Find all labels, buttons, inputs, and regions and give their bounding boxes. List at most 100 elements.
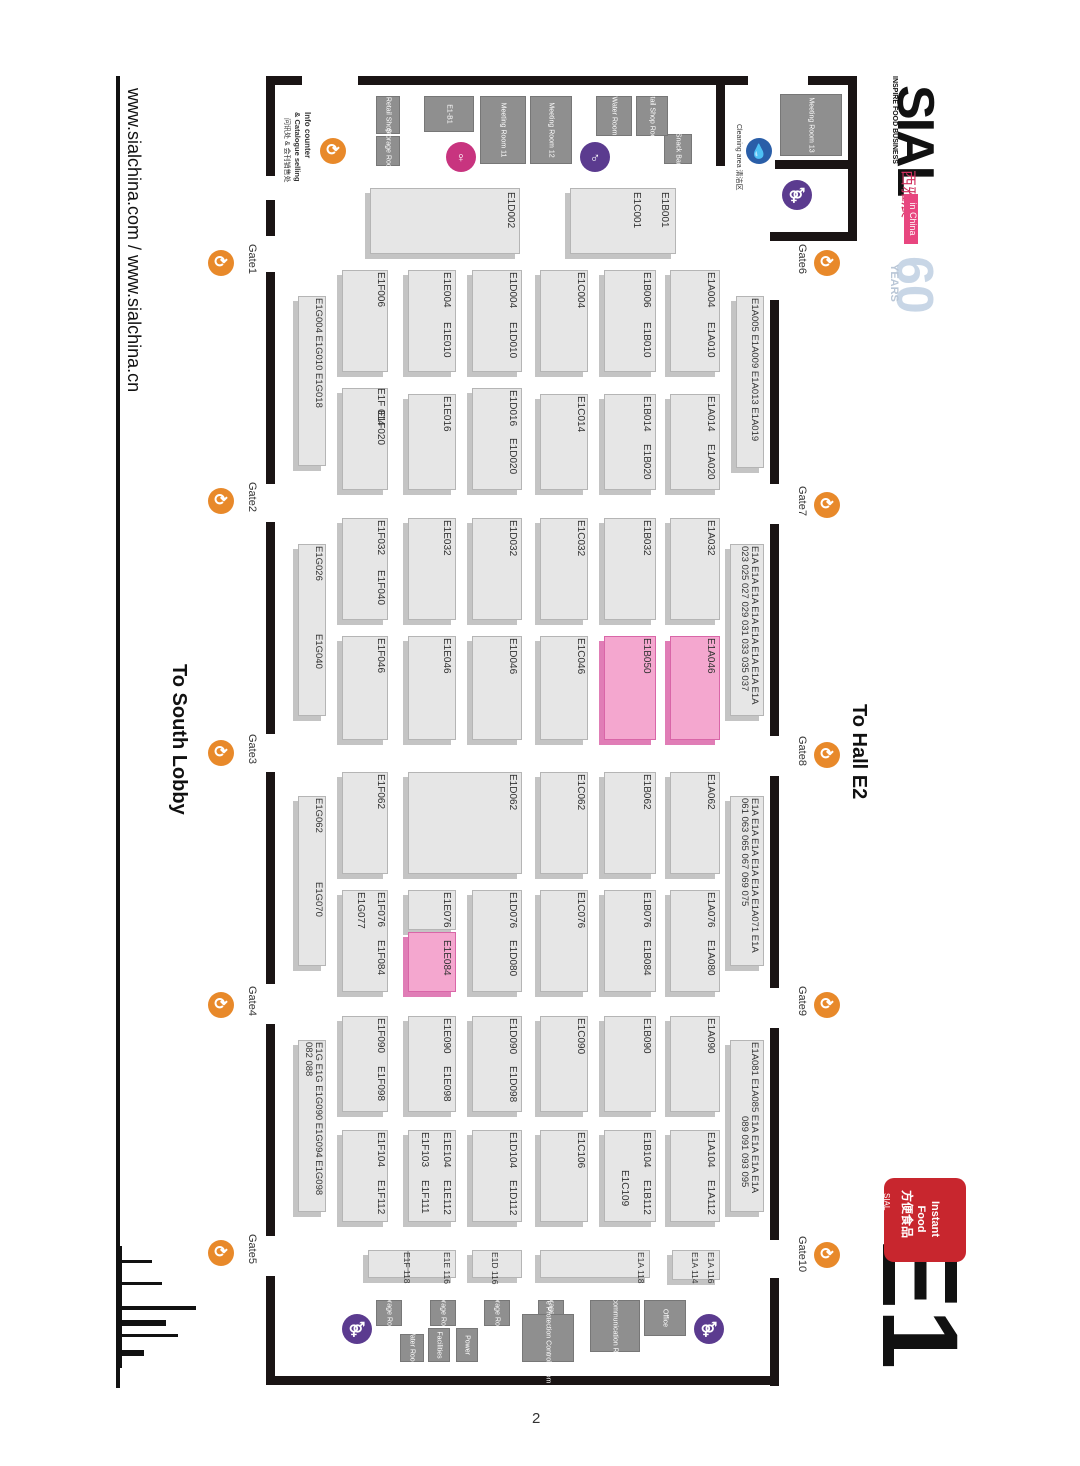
booth-E1D016[interactable] (472, 388, 522, 490)
booth-E1B014[interactable] (604, 394, 656, 490)
booth-E1B090[interactable] (604, 1016, 656, 1112)
booth-label-E1B001: E1B001 (659, 192, 670, 228)
room-retail-shop[interactable]: Retail Shop (376, 96, 400, 134)
booth-E1C004[interactable] (540, 270, 588, 372)
room-telecom[interactable]: Telecommunication Room (590, 1286, 640, 1366)
gate7-icon[interactable] (814, 492, 840, 518)
gate3-label: Gate3 (246, 734, 258, 764)
booth-E1A090[interactable] (670, 1016, 720, 1112)
gate8-icon[interactable] (814, 742, 840, 768)
booth-E1E104[interactable] (408, 1130, 456, 1222)
wall-bottom-2 (266, 522, 275, 734)
booth-label-E1E032: E1E032 (441, 520, 452, 556)
booth-E1B032[interactable] (604, 518, 656, 620)
booth-E1F076[interactable] (342, 890, 388, 992)
room-meeting-11[interactable]: Meeting Room 11 (480, 96, 526, 164)
booth-E1F090[interactable] (342, 1016, 388, 1112)
booth-E1B006[interactable] (604, 270, 656, 372)
gate1-icon[interactable] (208, 250, 234, 276)
booth-E1C106[interactable] (540, 1130, 588, 1222)
booth-E1A046[interactable] (670, 636, 720, 740)
booth-E1E046[interactable] (408, 636, 456, 740)
booth-E1A114[interactable] (672, 1250, 720, 1280)
booth-E1A118[interactable] (540, 1250, 650, 1278)
room-retail-shop-2[interactable]: Retail Shop Room (636, 88, 668, 144)
booth-E1A104[interactable] (670, 1130, 720, 1222)
booth-E1A023-row[interactable] (730, 544, 764, 716)
room-meeting-13[interactable]: Meeting Room 13 (780, 94, 842, 156)
booth-E1B076[interactable] (604, 890, 656, 992)
gate4-icon[interactable] (208, 992, 234, 1018)
booth-E1E032[interactable] (408, 518, 456, 620)
booth-E1G082-row[interactable] (298, 1040, 326, 1212)
booth-E1D046[interactable] (472, 636, 522, 740)
booth-label-E1F040: E1F040 (375, 570, 386, 606)
booth-label-E1D010: E1D010 (507, 322, 518, 359)
booth-E1B001[interactable] (570, 188, 676, 254)
booth-E1D004[interactable] (472, 270, 522, 372)
booth-E1E004[interactable] (408, 270, 456, 372)
gate2-icon[interactable] (208, 488, 234, 514)
booth-E1C076[interactable] (540, 890, 588, 992)
booth-E1B104[interactable] (604, 1130, 656, 1222)
booth-E1F014[interactable] (342, 388, 388, 490)
booth-E1C046[interactable] (540, 636, 588, 740)
booth-E1A061-row[interactable] (730, 796, 764, 966)
booth-E1F118[interactable] (368, 1250, 408, 1278)
booth-E1D116[interactable] (472, 1250, 522, 1278)
booth-E1G026-row[interactable] (298, 544, 326, 716)
room-fire-control[interactable]: Fire Protection Control Room (522, 1293, 574, 1383)
booth-E1F062[interactable] (342, 772, 388, 874)
room-water[interactable]: Water Room (596, 96, 632, 136)
booth-E1C090[interactable] (540, 1016, 588, 1112)
booth-E1C014[interactable] (540, 394, 588, 490)
room-storage[interactable]: Storage Room (376, 128, 400, 174)
booth-E1A062[interactable] (670, 772, 720, 874)
gate9-icon[interactable] (814, 992, 840, 1018)
room-e1-b1[interactable]: E1-B1 (424, 96, 474, 132)
booth-E1A076[interactable] (670, 890, 720, 992)
booth-E1E016[interactable] (408, 394, 456, 490)
booth-E1F006[interactable] (342, 270, 388, 372)
booth-E1G062-row[interactable] (298, 796, 326, 966)
room-snack-bar[interactable]: Snack Bar (664, 133, 692, 165)
booth-E1B062[interactable] (604, 772, 656, 874)
gate5-icon[interactable] (208, 1240, 234, 1266)
booth-E1A004[interactable] (670, 270, 720, 372)
booth-E1D002[interactable] (370, 188, 520, 254)
gate3-icon[interactable] (208, 740, 234, 766)
booth-E1E090[interactable] (408, 1016, 456, 1112)
booth-E1G004-row[interactable] (298, 296, 326, 466)
booth-E1A081-row[interactable] (730, 1040, 764, 1212)
booth-E1F104[interactable] (342, 1130, 388, 1222)
booth-E1F032[interactable] (342, 518, 388, 620)
room-storage-3[interactable]: Storage Room (484, 1290, 510, 1336)
booth-E1F046[interactable] (342, 636, 388, 740)
booth-E1C032[interactable] (540, 518, 588, 620)
row-label-E1G-2a: E1G026 (313, 546, 324, 581)
booth-E1D090[interactable] (472, 1016, 522, 1112)
gate10-icon[interactable] (814, 1242, 840, 1268)
room-storage-2[interactable]: Storage Room (430, 1290, 456, 1336)
booth-E1E084[interactable] (408, 932, 456, 992)
booth-E1A032[interactable] (670, 518, 720, 620)
booth-label-E1A004: E1A004 (705, 272, 716, 308)
booth-E1E076[interactable] (408, 890, 456, 930)
booth-E1D076[interactable] (472, 890, 522, 992)
booth-E1D032[interactable] (472, 518, 522, 620)
booth-E1E116[interactable] (408, 1250, 456, 1278)
room-office[interactable]: Office (644, 1300, 686, 1336)
booth-E1A005-row[interactable] (736, 296, 764, 468)
booth-E1A014[interactable] (670, 394, 720, 490)
booth-E1C062[interactable] (540, 772, 588, 874)
room-meeting-12[interactable]: Meeting Room 12 (530, 96, 572, 164)
booth-E1D104[interactable] (472, 1130, 522, 1222)
room-storage-1[interactable]: Storage Room (376, 1290, 402, 1336)
room-power[interactable]: Power (456, 1328, 478, 1362)
room-water-bottom[interactable]: Water Room (400, 1328, 424, 1368)
gate6-icon[interactable] (814, 250, 840, 276)
booth-E1B050[interactable] (604, 636, 656, 740)
booth-E1D062[interactable] (408, 772, 522, 874)
room-facilities[interactable]: Facilities (428, 1328, 450, 1362)
city-skyline-graphic (120, 1246, 196, 1368)
